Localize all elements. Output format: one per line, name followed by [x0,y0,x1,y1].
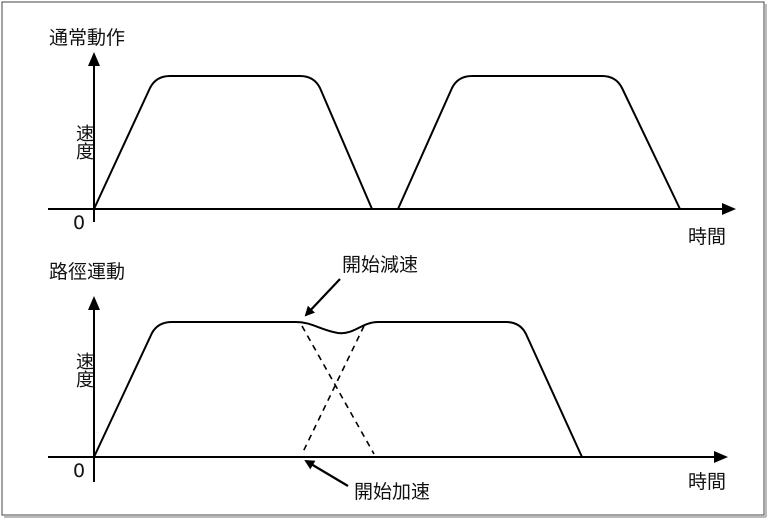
accel-pointer-arrow-icon [304,459,349,487]
top-y-axis-arrow-icon [88,52,100,66]
bottom-x-axis-arrow-icon [714,451,728,463]
annotation-start-accel: 開始加速 [354,481,431,503]
top-trapezoid-1 [93,75,373,210]
top-y-axis-label: 速度 [73,124,94,160]
top-origin-label: 0 [73,212,86,234]
bottom-y-axis-label: 速度 [73,352,94,388]
bottom-x-axis-label: 時間 [688,471,727,493]
bottom-origin-label: 0 [73,460,86,482]
top-trapezoid-2 [397,75,681,210]
bottom-accel-dashed-line [301,325,365,455]
top-x-axis-label: 時間 [688,226,727,248]
annotation-start-decel: 開始減速 [342,254,419,276]
decel-pointer-arrow-icon [304,278,341,317]
bottom-y-axis-arrow-icon [88,296,100,310]
bottom-blended-profile [93,321,583,458]
bottom-panel-title: 路徑運動 [49,261,126,283]
top-panel-title: 通常動作 [49,27,126,49]
top-panel [48,52,736,222]
top-x-axis-arrow-icon [722,203,736,215]
frame-border [1,1,765,516]
bottom-decel-dashed-line [301,325,375,455]
bottom-panel [48,278,728,487]
